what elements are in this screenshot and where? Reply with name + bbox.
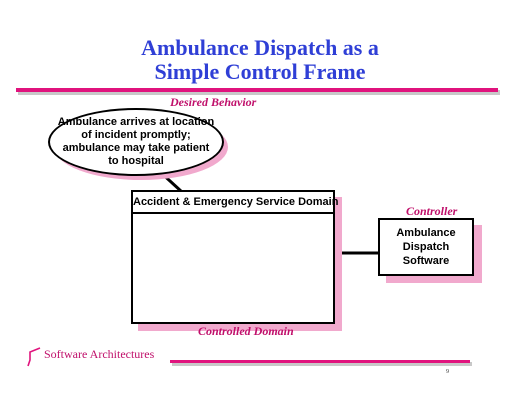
title-rule-shadow bbox=[18, 90, 500, 95]
slide-title-line2: Simple Control Frame bbox=[154, 59, 366, 84]
controller-box: Ambulance Dispatch Software bbox=[378, 218, 474, 276]
controller-label: Controller bbox=[406, 204, 458, 218]
desired-behavior-label: Desired Behavior bbox=[170, 95, 257, 109]
domain-title: Accident & Emergency Service Domain bbox=[133, 192, 338, 214]
controlled-domain-label: Controlled Domain bbox=[198, 324, 294, 338]
controller-text: Ambulance Dispatch Software bbox=[396, 227, 456, 267]
footer-rule-shadow bbox=[172, 362, 472, 366]
software-architectures-logo-icon bbox=[27, 347, 41, 367]
slide-title-line1: Ambulance Dispatch as a bbox=[141, 35, 379, 60]
requirement-ellipse-body: Ambulance arrives at location of inciden… bbox=[48, 108, 224, 176]
title-rule bbox=[16, 88, 498, 92]
slide-title: Ambulance Dispatch as a Simple Control F… bbox=[0, 36, 520, 84]
requirement-ellipse: Ambulance arrives at location of inciden… bbox=[48, 108, 228, 180]
requirement-text: Ambulance arrives at location of inciden… bbox=[57, 116, 215, 167]
footer-rule bbox=[170, 360, 470, 363]
controlled-domain-box: Accident & Emergency Service Domain bbox=[131, 190, 338, 324]
page-number: 9 bbox=[446, 369, 449, 375]
footer-text: Software Architectures bbox=[44, 347, 155, 361]
